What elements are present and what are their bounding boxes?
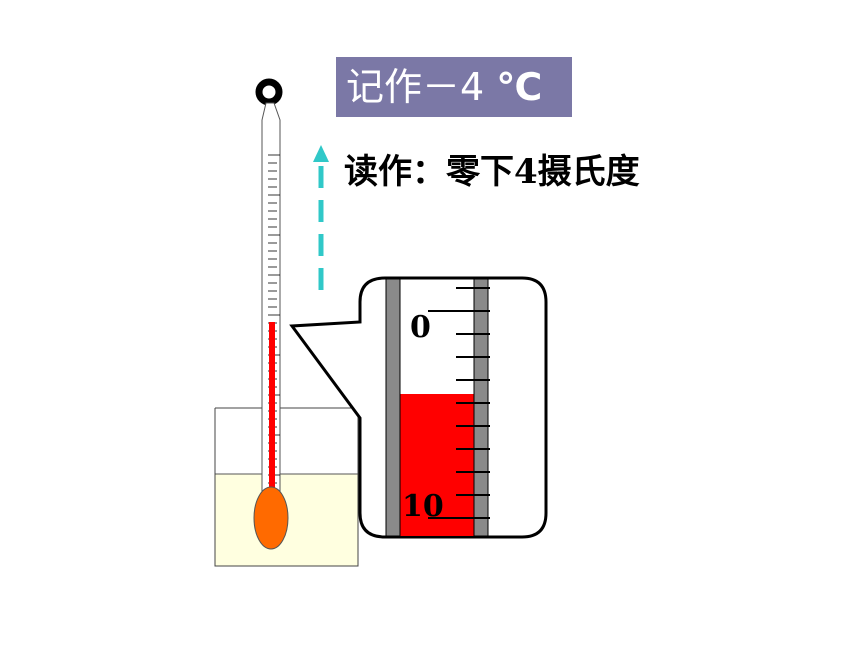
thermometer xyxy=(253,78,289,550)
beaker-outline xyxy=(214,408,359,567)
record-value: －4 xyxy=(422,65,485,109)
reading-text: 读作：零下4摄氏度 xyxy=(344,152,640,192)
zoom-tube-wall-right xyxy=(473,278,489,537)
ring-icon xyxy=(255,78,283,106)
zoom-callout: 0 10 xyxy=(289,276,548,539)
beaker xyxy=(214,407,367,567)
dashed-up-arrow-icon xyxy=(313,145,329,290)
zoom-scale-ticks xyxy=(428,287,490,519)
record-unit: ℃ xyxy=(496,65,543,109)
zoom-label-0: 0 xyxy=(410,310,431,345)
record-prefix: 记作 xyxy=(346,65,423,109)
record-label-box: 记作－4 ℃ xyxy=(336,57,572,117)
zoom-liquid xyxy=(400,394,474,536)
zoom-label-10: 10 xyxy=(402,489,444,524)
thermometer-bulb xyxy=(253,486,289,550)
zoom-tube-wall-left xyxy=(385,278,401,537)
